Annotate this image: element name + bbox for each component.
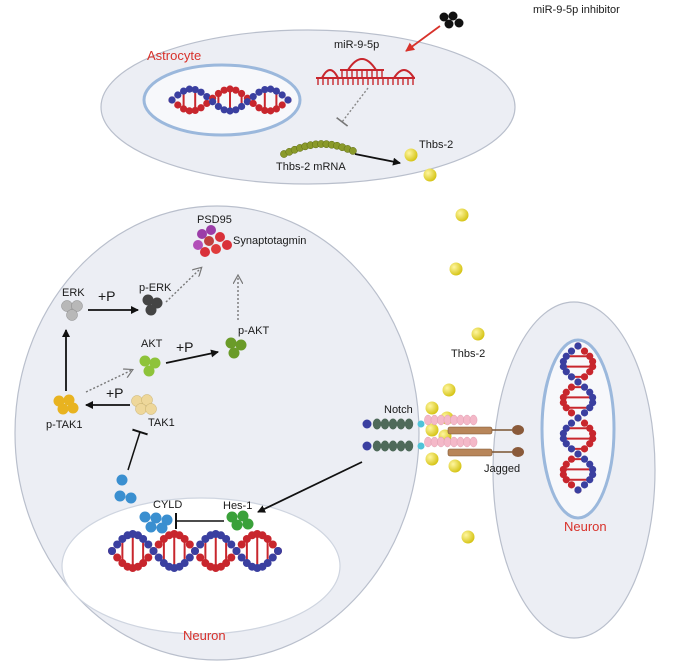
cyld-cytoplasm-protein bbox=[114, 474, 137, 504]
left-neuron-label: Neuron bbox=[183, 628, 226, 643]
synaptotagmin-label: Synaptotagmin bbox=[233, 235, 306, 247]
erk-label: ERK bbox=[62, 287, 85, 299]
akt-phosphorylation-arrow bbox=[165, 349, 219, 364]
erk-protein bbox=[61, 300, 83, 321]
neuron-dna-helix bbox=[108, 530, 282, 572]
astrocyte-dna-helix bbox=[168, 85, 292, 115]
perk-protein bbox=[142, 294, 163, 316]
plus-p-1: +P bbox=[98, 288, 116, 304]
hes1-protein bbox=[226, 510, 254, 531]
mirna-inhibition-line bbox=[336, 87, 369, 127]
right-neuron-label: Neuron bbox=[564, 519, 607, 534]
akt-label: AKT bbox=[141, 338, 163, 350]
akt-protein bbox=[139, 355, 161, 377]
plus-p-3: +P bbox=[106, 385, 124, 401]
jagged-label: Jagged bbox=[484, 463, 520, 475]
cyld-inhibits-tak1 bbox=[127, 428, 148, 471]
psd95-label: PSD95 bbox=[197, 214, 232, 226]
mirna-hairpin bbox=[316, 58, 415, 85]
hes1-label: Hes-1 bbox=[223, 500, 252, 512]
right-neuron-dna-helix bbox=[559, 342, 597, 494]
ptak1-protein bbox=[53, 394, 79, 415]
perk-to-synapse-arrow bbox=[165, 268, 201, 303]
tak1-protein bbox=[131, 394, 157, 415]
psd95-synaptotagmin-cluster bbox=[193, 225, 232, 257]
ptak1-label: p-TAK1 bbox=[46, 419, 82, 431]
pakt-protein bbox=[225, 337, 247, 359]
inhibitor-arrow bbox=[405, 25, 441, 52]
cyld-label: CYLD bbox=[153, 499, 182, 511]
mirna-label: miR-9-5p bbox=[334, 39, 379, 51]
thbs2-top-label: Thbs-2 bbox=[419, 139, 453, 151]
plus-p-2: +P bbox=[176, 339, 194, 355]
pakt-label: p-AKT bbox=[238, 325, 269, 337]
tak1-label: TAK1 bbox=[148, 417, 175, 429]
translation-arrow bbox=[354, 153, 401, 166]
notch-to-hes1-arrow bbox=[257, 461, 363, 513]
thbs2-particles bbox=[404, 148, 485, 544]
thbs2-mrna-strand bbox=[280, 140, 357, 158]
inhibitor-molecules bbox=[439, 11, 464, 29]
ptak1-to-akt-arrow bbox=[85, 370, 132, 393]
astrocyte-label: Astrocyte bbox=[147, 48, 201, 63]
astrocyte-nucleus bbox=[142, 63, 302, 137]
perk-label: p-ERK bbox=[139, 282, 172, 294]
inhibitor-label: miR-9-5p inhibitor bbox=[533, 4, 620, 16]
thbs2-mid-label: Thbs-2 bbox=[451, 348, 485, 360]
notch-label: Notch bbox=[384, 404, 413, 416]
notch-jagged-complex bbox=[362, 414, 524, 457]
cyld-nuclear-protein bbox=[139, 511, 173, 534]
left-neuron-nucleus bbox=[61, 497, 341, 635]
thbs2-mrna-label: Thbs-2 mRNA bbox=[276, 161, 346, 173]
